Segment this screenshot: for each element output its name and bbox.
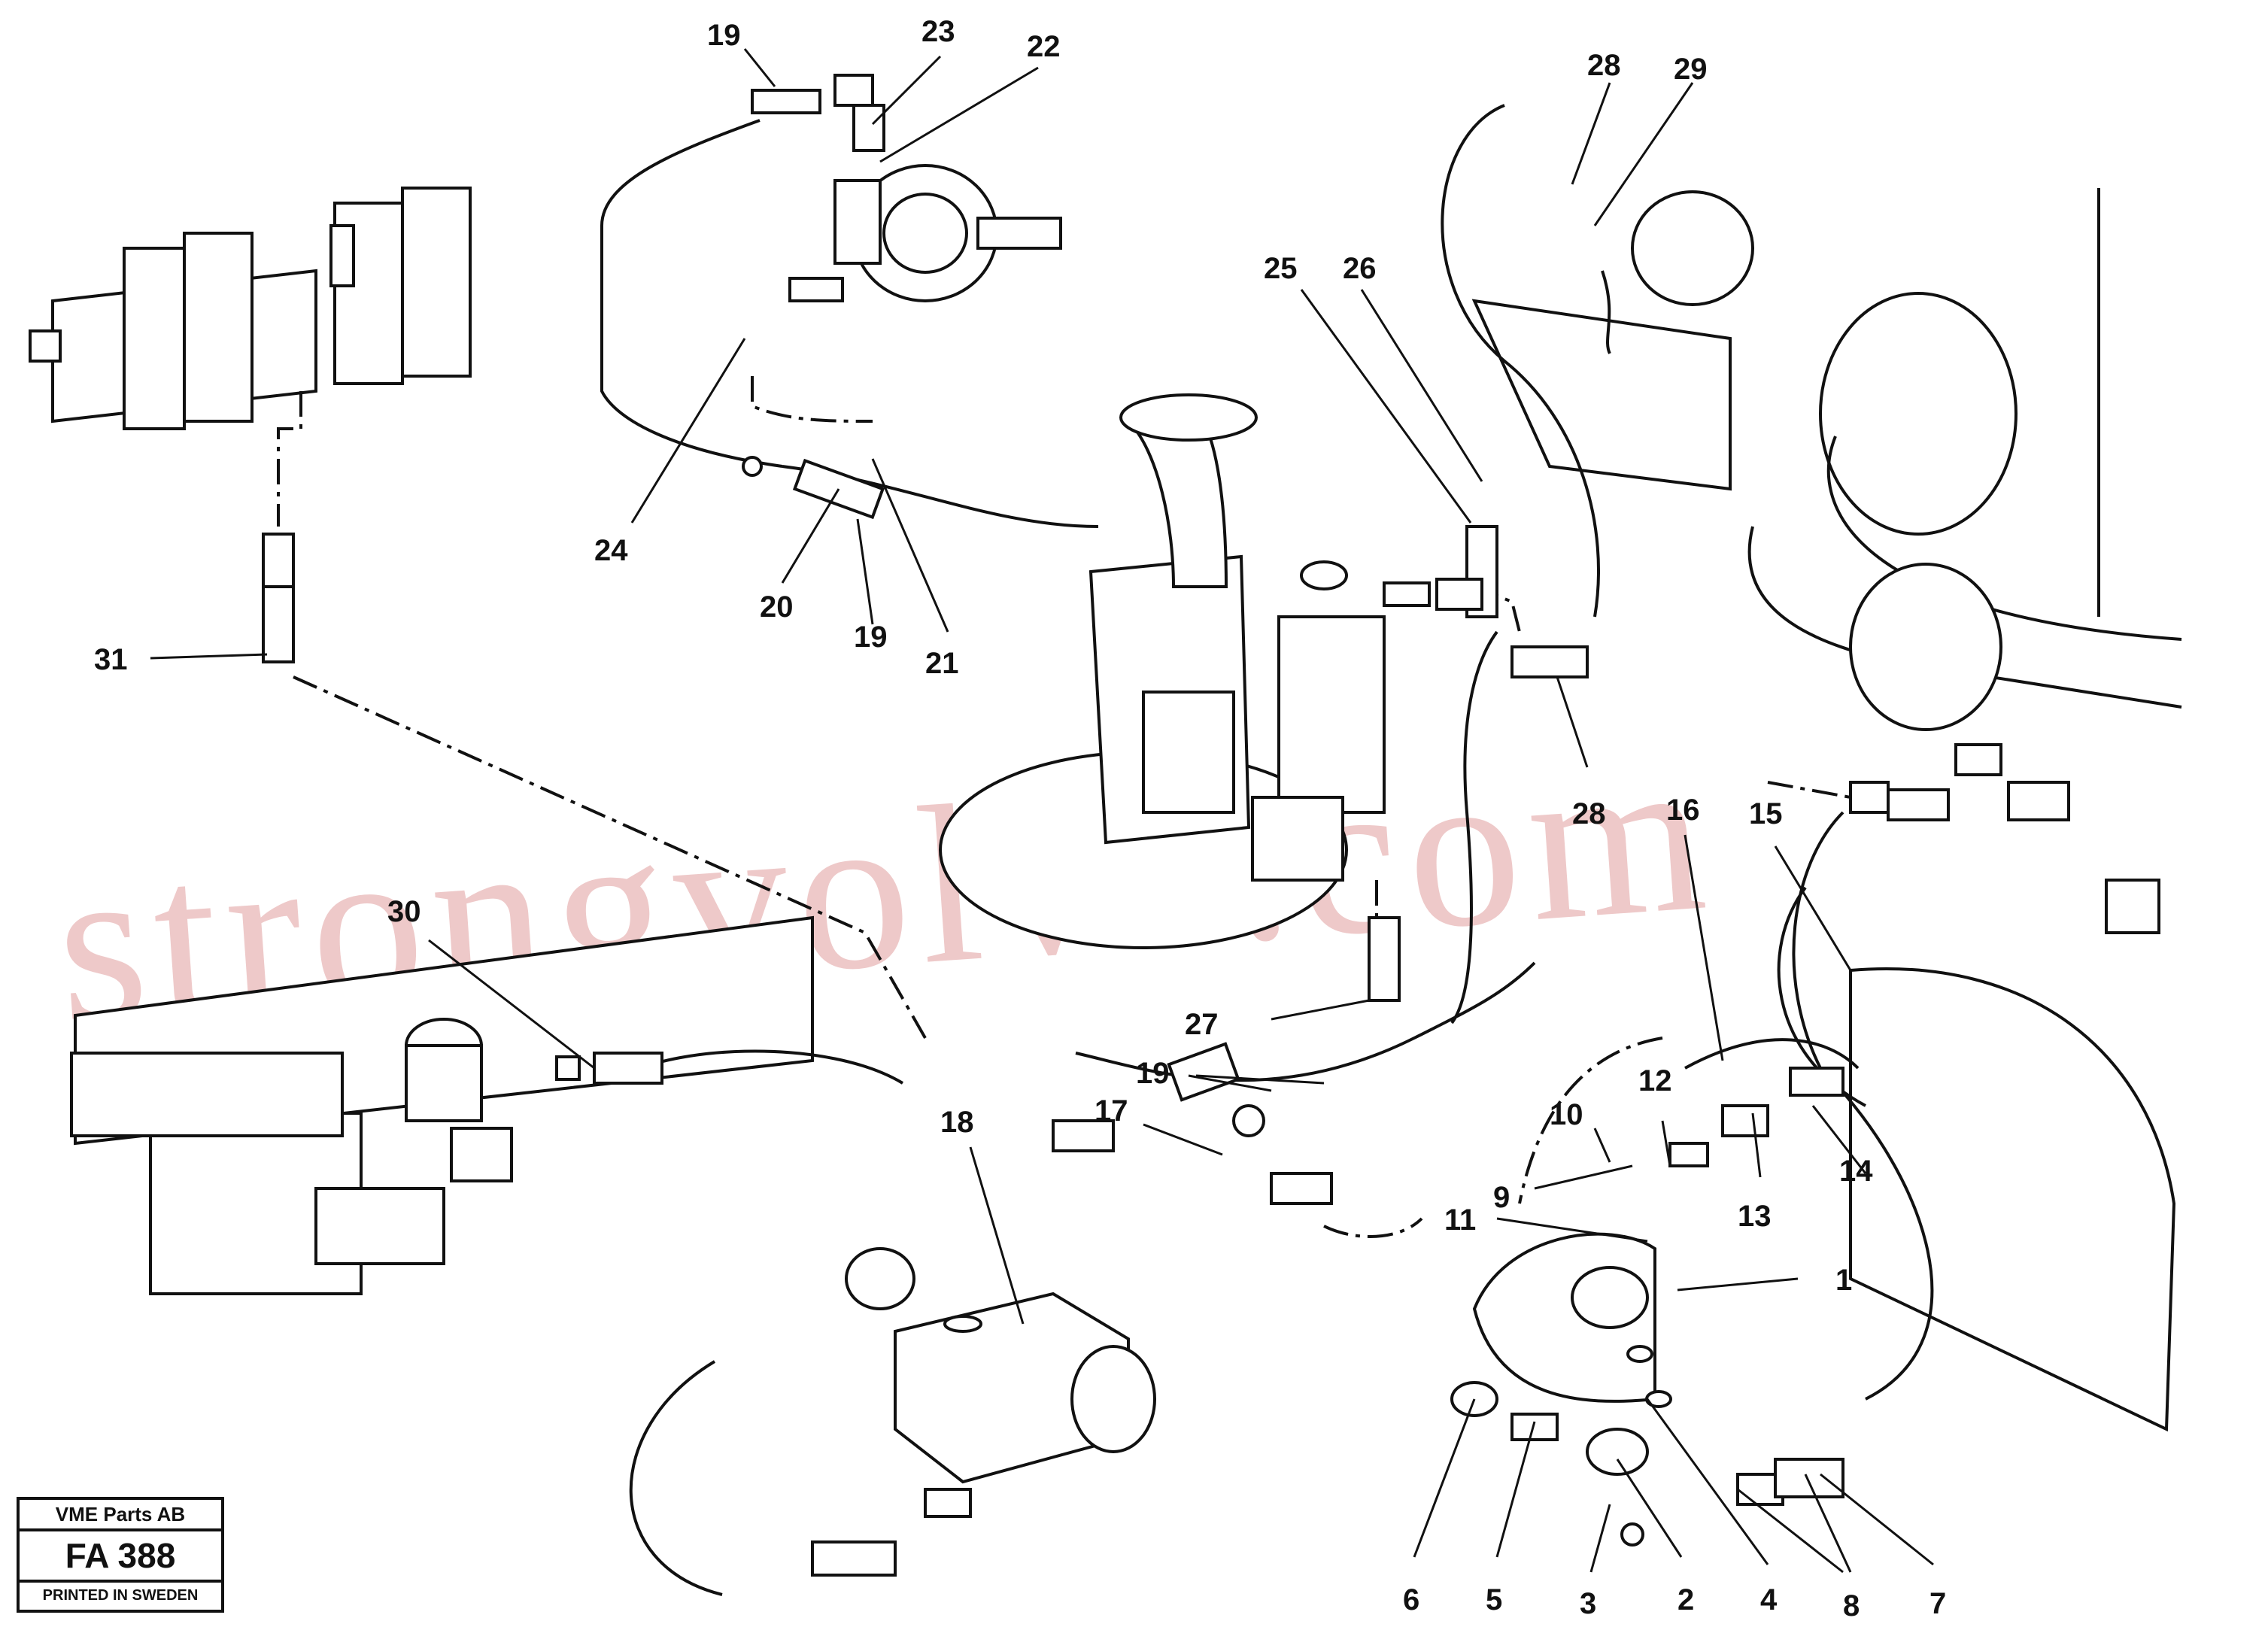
callout-16: 16 — [1666, 794, 1700, 827]
title-block: VME Parts AB FA 388 PRINTED IN SWEDEN — [17, 1497, 224, 1613]
callout-28a: 28 — [1587, 49, 1621, 82]
callout-22: 22 — [1027, 30, 1061, 63]
callout-30: 30 — [387, 895, 421, 928]
callout-24: 24 — [594, 534, 628, 567]
callout-13: 13 — [1738, 1200, 1772, 1233]
callout-21: 21 — [925, 647, 959, 680]
callout-3: 3 — [1580, 1587, 1596, 1620]
callout-19c: 19 — [1136, 1057, 1170, 1090]
callout-19a: 19 — [707, 19, 741, 52]
callout-19b: 19 — [854, 621, 888, 654]
callout-4: 4 — [1760, 1583, 1778, 1616]
callout-8: 8 — [1843, 1589, 1860, 1622]
printed-note: PRINTED IN SWEDEN — [42, 1587, 199, 1604]
callout-17: 17 — [1095, 1094, 1128, 1128]
callout-28b: 28 — [1572, 797, 1606, 830]
callout-1: 1 — [1835, 1264, 1852, 1297]
callout-25: 25 — [1264, 252, 1298, 285]
callout-20: 20 — [760, 590, 794, 624]
leader-lines — [150, 48, 1934, 1574]
manifold-18 — [845, 1247, 1156, 1484]
callout-18: 18 — [940, 1106, 974, 1139]
callout-23: 23 — [921, 15, 955, 48]
fittings — [262, 74, 2070, 1577]
figure-number: FA 388 — [20, 1531, 221, 1583]
callout-29: 29 — [1674, 53, 1708, 86]
callout-numbers: 1 2 3 4 5 6 7 8 9 10 11 12 13 14 15 16 1… — [94, 15, 1946, 1622]
valve-unit-lower-left — [70, 915, 814, 1295]
valve-block-top-left — [29, 187, 472, 527]
callout-27: 27 — [1185, 1008, 1219, 1041]
callout-31: 31 — [94, 643, 128, 676]
callout-12: 12 — [1638, 1064, 1672, 1097]
bracket-top-right — [1471, 190, 1754, 491]
callout-5: 5 — [1486, 1583, 1502, 1616]
callout-2: 2 — [1677, 1583, 1694, 1616]
callout-14: 14 — [1839, 1155, 1873, 1188]
intake-pipe-right — [1747, 188, 2182, 731]
company-name: VME Parts AB — [20, 1500, 221, 1531]
callout-9: 9 — [1493, 1181, 1510, 1214]
pump-top-middle — [833, 104, 1062, 302]
callout-26: 26 — [1343, 252, 1377, 285]
callout-15: 15 — [1749, 797, 1783, 830]
callout-11: 11 — [1444, 1204, 1476, 1237]
callout-10: 10 — [1550, 1098, 1583, 1131]
callout-6: 6 — [1403, 1583, 1419, 1616]
callout-7: 7 — [1929, 1587, 1946, 1620]
main-unit-centre — [939, 393, 1386, 949]
